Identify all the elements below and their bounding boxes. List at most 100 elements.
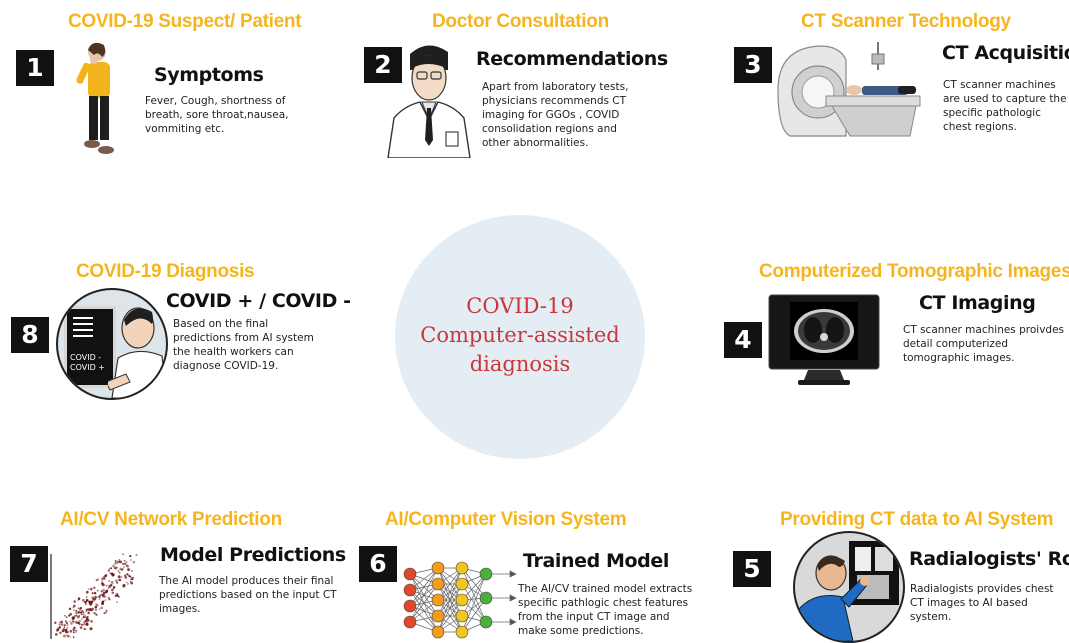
- scatter-dot: [65, 634, 68, 636]
- scatter-dot: [116, 581, 119, 584]
- scatter-dot: [84, 600, 87, 604]
- scatter-dot: [117, 570, 120, 572]
- step7-description: The AI model produces their final predic…: [159, 575, 337, 615]
- scatter-dot: [117, 595, 120, 598]
- scatter-dot: [124, 585, 126, 587]
- scatter-dot: [89, 627, 93, 631]
- scatter-dot: [72, 636, 75, 639]
- scatter-dot: [102, 588, 105, 592]
- scatter-dot: [79, 626, 83, 629]
- scatter-dot: [65, 616, 68, 619]
- scatter-dot: [112, 592, 115, 594]
- scatter-dot: [127, 583, 129, 585]
- scatter-dot: [90, 609, 93, 612]
- scatter-dot: [98, 598, 101, 600]
- scatter-dot: [123, 566, 125, 568]
- scatter-dot: [102, 593, 105, 597]
- scatter-dot: [105, 611, 107, 614]
- scatter-dot: [126, 581, 128, 584]
- network-node: [479, 591, 493, 605]
- scatter-dot: [85, 622, 89, 626]
- scatter-dot: [93, 591, 97, 595]
- scatter-dot: [58, 621, 61, 624]
- scatter-dot: [127, 568, 130, 572]
- scatter-dot: [82, 613, 85, 616]
- scatter-dot: [106, 610, 108, 612]
- scatter-dot: [60, 620, 63, 624]
- scatter-dot: [77, 599, 80, 602]
- scatter-dot: [61, 629, 65, 633]
- scatter-dot: [130, 578, 132, 581]
- scatter-dot: [70, 622, 73, 625]
- scatter-dot: [119, 560, 122, 564]
- scatter-dot: [103, 612, 106, 615]
- network-node: [431, 593, 445, 607]
- scatter-dot: [77, 615, 80, 619]
- scatter-dot: [130, 559, 132, 561]
- scatter-dot: [118, 559, 121, 561]
- scatter-dot: [123, 562, 127, 565]
- scatter-dot: [75, 614, 78, 617]
- scatter-dot: [101, 602, 104, 606]
- scatter-dot: [93, 586, 96, 589]
- step3-description: CT scanner machines are used to capture …: [943, 79, 1067, 133]
- scatter-dot: [114, 560, 117, 562]
- step7-number-badge: 7: [10, 546, 48, 582]
- step6-header: AI/Computer Vision System: [385, 509, 627, 530]
- scatter-dot: [114, 595, 117, 597]
- step1-title: Symptoms: [154, 64, 264, 86]
- scatter-dot: [100, 606, 104, 610]
- scatter-dot: [122, 562, 125, 566]
- scatter-dot: [77, 607, 80, 609]
- step5-title: Radialogists' Role: [909, 548, 1069, 570]
- scatter-dot: [131, 578, 134, 581]
- health-worker-monitor-icon: COVID - COVID +: [56, 288, 168, 400]
- scatter-dot: [108, 568, 110, 570]
- scatter-dot: [100, 577, 104, 580]
- scatter-dot: [85, 608, 88, 611]
- network-node: [431, 625, 445, 639]
- scatter-dot: [102, 576, 106, 580]
- scatter-dot: [65, 621, 69, 625]
- scatter-dot: [105, 584, 108, 587]
- scatter-dot: [66, 634, 70, 638]
- scatter-dot: [82, 611, 85, 614]
- scatter-dot: [112, 585, 116, 589]
- scatter-dot: [107, 569, 110, 572]
- scatter-dot: [89, 587, 93, 591]
- scatter-dot: [95, 613, 98, 616]
- scatter-dot: [108, 598, 111, 601]
- monitor-label-negative: COVID -: [70, 353, 102, 362]
- scatter-dot: [94, 608, 98, 612]
- scatter-dot: [81, 618, 83, 620]
- step2-title: Recommendations: [476, 48, 668, 70]
- scatter-dot: [69, 636, 72, 638]
- scatter-dot: [123, 559, 126, 562]
- scatter-dot: [101, 580, 104, 582]
- scatter-dot: [87, 611, 90, 615]
- scatter-dot: [93, 611, 96, 615]
- scatter-dot: [69, 629, 73, 633]
- scatter-dot: [113, 566, 117, 570]
- scatter-dot: [121, 568, 124, 571]
- step1-number-badge: 1: [16, 50, 54, 86]
- scatter-dot: [54, 633, 58, 636]
- scatter-dot: [60, 623, 64, 626]
- network-node: [455, 593, 469, 607]
- scatter-dot: [72, 616, 75, 620]
- scatter-dot: [96, 596, 99, 599]
- scatter-dot: [103, 595, 107, 599]
- scatter-dot: [122, 585, 125, 588]
- scatter-dot: [63, 626, 66, 628]
- scatter-dot: [78, 608, 82, 611]
- step3-number-badge: 3: [734, 47, 772, 83]
- scatter-dot: [83, 615, 87, 619]
- scatter-dot: [71, 620, 74, 622]
- scatter-dot: [87, 588, 90, 590]
- scatter-dot: [83, 622, 86, 626]
- scatter-dot: [90, 600, 93, 604]
- step6-number-badge: 6: [359, 546, 397, 582]
- network-node: [431, 561, 445, 575]
- network-node: [403, 615, 417, 629]
